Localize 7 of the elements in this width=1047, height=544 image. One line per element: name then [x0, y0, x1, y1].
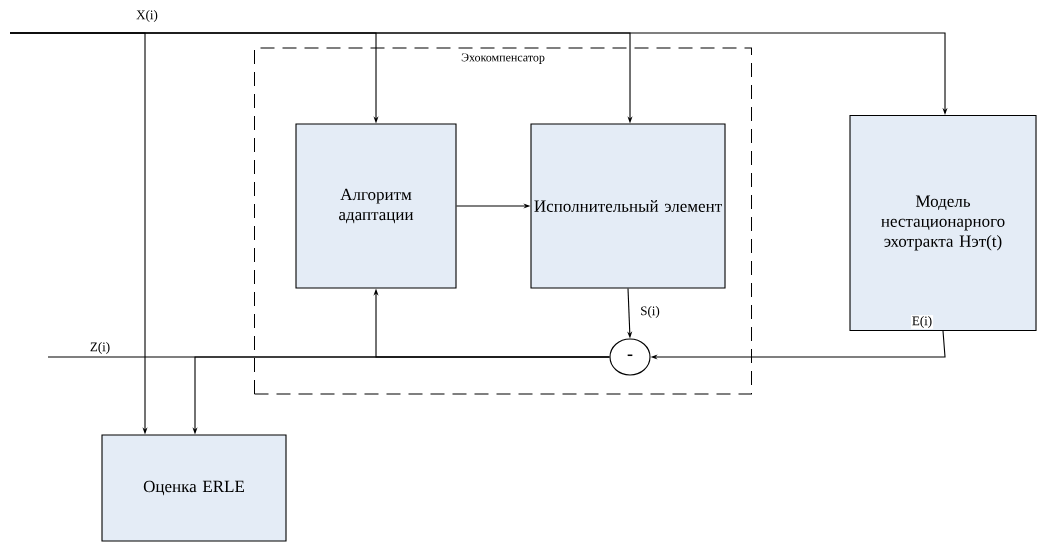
process-box: Исполнительный элемент — [530, 123, 726, 289]
signal-label: Z(i) — [90, 342, 110, 354]
edge-label: S(i) — [639, 305, 661, 319]
process-box: Алгоритм адаптации — [295, 123, 457, 289]
process-box: Оценка ERLE — [101, 434, 287, 542]
signal-label: X(i) — [136, 10, 158, 22]
edge-label: E(i) — [910, 315, 934, 329]
